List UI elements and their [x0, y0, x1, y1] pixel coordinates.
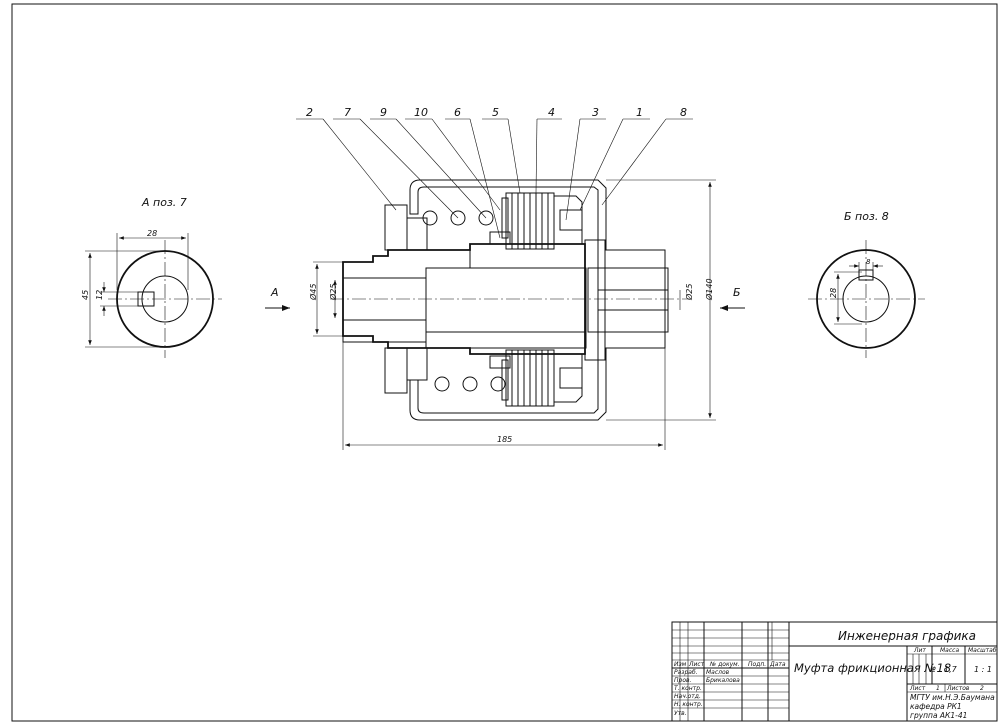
header-scale: Масштаб — [968, 647, 997, 654]
header-izm: Изм — [674, 661, 687, 668]
dim-dia-25-right: Ø25 — [684, 284, 694, 301]
disc-pack-top — [501, 192, 555, 250]
header-list: Лист — [688, 661, 705, 668]
leader-number: 1 — [636, 106, 643, 119]
mass-value: 1,7 — [944, 665, 958, 674]
view-b-dim-height: 28 — [829, 288, 838, 298]
sheet-label: Лист — [909, 685, 926, 692]
sheets-value: 2 — [980, 685, 984, 692]
main-section: 2 7 9 10 6 5 4 3 1 8 А Б Ø45 Ø25 Ø25 Ø14… — [265, 106, 745, 450]
drawing-name: Муфта фрикционная №18 — [794, 661, 951, 675]
role-razrab: Разраб. — [674, 669, 698, 676]
role-utv: Утв. — [674, 710, 687, 717]
leader-number: 10 — [414, 106, 428, 119]
leader-lines — [296, 118, 693, 239]
arrow-a-label: А — [270, 286, 279, 299]
dim-length-185: 185 — [497, 435, 512, 444]
leader-number: 5 — [492, 106, 499, 119]
header-lit: Лит — [913, 647, 926, 654]
leader-number: 8 — [680, 106, 687, 119]
arrow-b-label: Б — [733, 286, 741, 299]
leader-number: 2 — [306, 106, 313, 119]
scale-value: 1 : 1 — [974, 665, 992, 674]
person-prov: Брикалова — [706, 677, 740, 684]
view-a-dim-width: 28 — [147, 229, 157, 238]
view-a-title: А поз. 7 — [141, 196, 187, 209]
view-a-dim-height: 45 — [81, 290, 90, 300]
discipline-title: Инженерная графика — [838, 629, 976, 643]
leader-number: 4 — [548, 106, 555, 119]
dim-dia-45: Ø45 — [308, 284, 318, 301]
org-line-2: кафедра РК1 — [910, 702, 962, 711]
org-line-1: МГТУ им.Н.Э.Баумана — [910, 693, 995, 702]
role-tkontr: Т. контр. — [674, 685, 702, 692]
view-a: А поз. 7 28 45 12 — [81, 196, 222, 358]
person-razrab: Маслов — [706, 669, 730, 676]
role-prov: Пров. — [674, 677, 692, 684]
role-nach: Нач.отд. — [674, 693, 701, 700]
leader-number: 3 — [592, 106, 599, 119]
org-line-3: группа АК1-41 — [910, 711, 967, 720]
view-b-title: Б поз. 8 — [844, 210, 889, 223]
leader-number: 6 — [454, 106, 461, 119]
title-block: Изм Лист № докум. Подп. Дата Разраб. Мас… — [671, 621, 998, 722]
header-mass: Масса — [940, 647, 959, 654]
leader-numbers: 2 7 9 10 6 5 4 3 1 8 — [306, 106, 687, 119]
header-date: Дата — [769, 661, 786, 668]
view-b-dim-key: 8 — [866, 258, 871, 266]
leader-number: 7 — [344, 106, 351, 119]
leader-number: 9 — [380, 106, 387, 119]
view-a-dim-key: 12 — [95, 290, 104, 300]
sheet-value: 1 — [936, 685, 940, 692]
sheets-label: Листов — [946, 685, 970, 692]
header-doc: № докум. — [709, 661, 740, 668]
dim-dia-25-left: Ø25 — [328, 284, 338, 301]
header-sign: Подп. — [748, 661, 766, 668]
role-nkontr: Н. контр. — [674, 701, 703, 708]
view-b: Б поз. 8 8 28 — [808, 210, 925, 358]
sheet-frame — [11, 3, 998, 722]
dim-dia-140: Ø140 — [704, 278, 714, 301]
